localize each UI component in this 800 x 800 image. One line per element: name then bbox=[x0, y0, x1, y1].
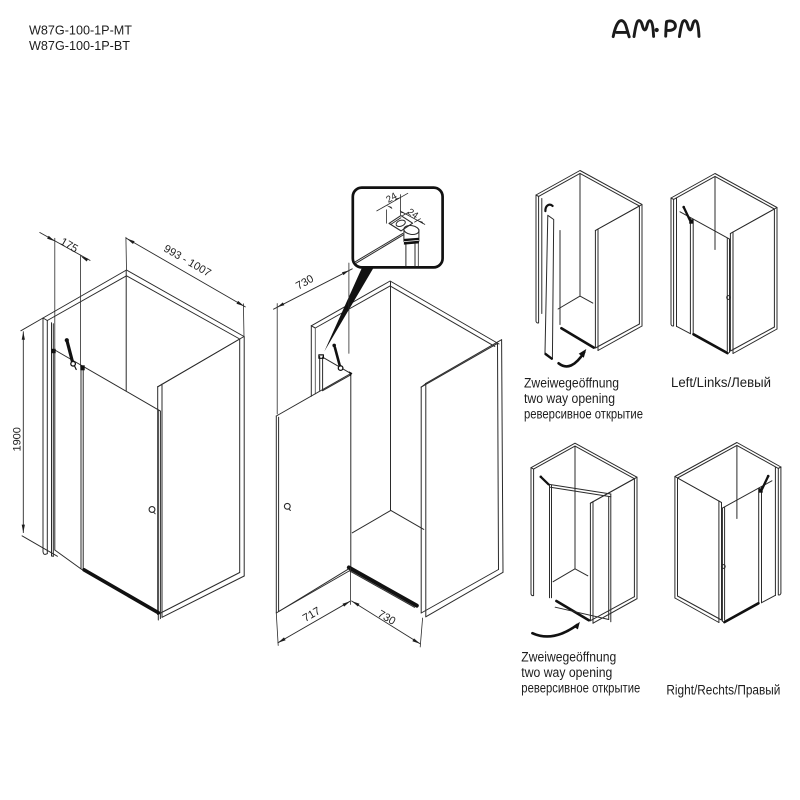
svg-text:Zweiwegeöffnung: Zweiwegeöffnung bbox=[521, 649, 616, 665]
svg-text:реверсивное открытие: реверсивное открытие bbox=[521, 681, 640, 697]
svg-text:two way opening: two way opening bbox=[521, 665, 612, 681]
svg-text:24: 24 bbox=[384, 191, 399, 206]
svg-text:Right/Rechts/Правый: Right/Rechts/Правый bbox=[666, 683, 780, 699]
svg-text:W87G-100-1P-BT: W87G-100-1P-BT bbox=[29, 38, 130, 53]
svg-text:1900: 1900 bbox=[12, 427, 24, 451]
svg-text:реверсивное открытие: реверсивное открытие bbox=[524, 406, 643, 422]
svg-text:Zweiwegeöffnung: Zweiwegeöffnung bbox=[524, 376, 619, 392]
svg-text:24: 24 bbox=[405, 207, 420, 222]
svg-text:W87G-100-1P-MT: W87G-100-1P-MT bbox=[29, 22, 132, 37]
svg-text:Left/Links/Левый: Left/Links/Левый bbox=[671, 375, 771, 391]
svg-text:two way opening: two way opening bbox=[524, 391, 615, 407]
